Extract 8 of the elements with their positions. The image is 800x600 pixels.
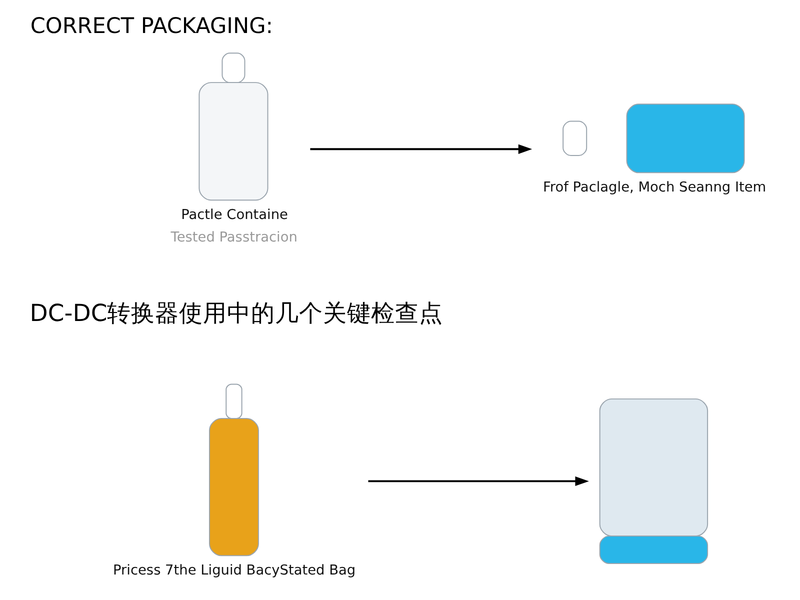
arrow <box>310 144 532 154</box>
node-label: Pricess 7the Liguid BacyStated Bag <box>113 562 356 578</box>
diagram-title: CORRECT PACKAGING: <box>30 14 274 40</box>
arrow <box>368 476 589 486</box>
node-label: Tested Passtracion <box>170 229 298 246</box>
node-label: Frof Paclagle, Moch Seanng Item <box>543 179 766 196</box>
label: DC-DC转换器使用中的几个关键检查点 <box>30 298 444 327</box>
node-label: Pactle Containe <box>181 206 288 223</box>
